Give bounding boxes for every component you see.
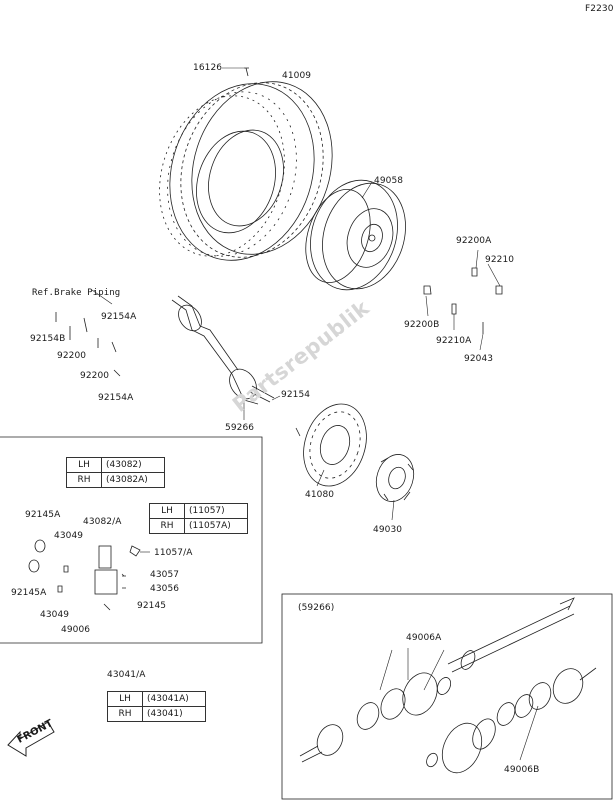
part-cell: (43041) (142, 706, 206, 722)
side-cell: RH (66, 472, 102, 488)
part-label: 41080 (305, 490, 335, 500)
front-arrow-icon (7, 721, 55, 757)
part-label: 41009 (282, 71, 312, 81)
lh-rh-table-43082: LH(43082) RH(43082A) (66, 457, 165, 488)
part-label: 92200A (456, 236, 492, 246)
part-label: 59266 (225, 423, 255, 433)
part-label: 92145 (137, 601, 167, 611)
ref-brake-piping-note: Ref.Brake Piping (32, 288, 121, 298)
part-label: 11057/A (154, 548, 193, 558)
part-label: 92210 (485, 255, 515, 265)
lh-rh-table-11057: LH(11057) RH(11057A) (149, 503, 248, 534)
detail-ref-label: (59266) (298, 603, 335, 613)
part-label: 43041/A (107, 670, 146, 680)
side-cell: RH (149, 518, 185, 534)
part-label: 49006A (406, 633, 442, 643)
brake-disc-drawing (303, 403, 367, 487)
part-label: 92210A (436, 336, 472, 346)
detail-frame (281, 593, 613, 800)
part-cell: (11057) (184, 503, 248, 519)
cv-joint-drawing (299, 605, 597, 774)
part-label: 16126 (193, 63, 223, 73)
part-label: 92154B (30, 334, 66, 344)
part-label: 49058 (374, 176, 404, 186)
tire-drawing (159, 81, 333, 261)
part-label: 92200B (404, 320, 440, 330)
side-cell: LH (107, 691, 143, 707)
part-label: 43057 (150, 570, 180, 580)
part-label: 43056 (150, 584, 180, 594)
part-cell: (11057A) (184, 518, 248, 534)
leader-lines (91, 67, 501, 577)
caliper-drawing (28, 539, 141, 611)
valve-part (244, 67, 249, 77)
part-label: 92145A (25, 510, 61, 520)
lower-left-frame (0, 436, 263, 644)
hub-drawing (375, 454, 415, 502)
part-label: 92200 (80, 371, 110, 381)
rim-drawing (305, 179, 406, 291)
figure-code: F2230 (585, 4, 614, 14)
part-label: 92200 (57, 351, 87, 361)
part-label: 92154A (98, 393, 134, 403)
part-cell: (43041A) (142, 691, 206, 707)
detail-arrow-icon (559, 597, 575, 611)
part-label: 43049 (40, 610, 70, 620)
part-label: 92154 (281, 390, 311, 400)
part-label: 92154A (101, 312, 137, 322)
part-label: 49030 (373, 525, 403, 535)
part-label: 49006B (504, 765, 540, 775)
part-cell: (43082A) (101, 472, 165, 488)
part-label: 49006 (61, 625, 91, 635)
lh-rh-table-43041: LH(43041A) RH(43041) (107, 691, 206, 722)
part-cell: (43082) (101, 457, 165, 473)
side-cell: RH (107, 706, 143, 722)
side-cell: LH (66, 457, 102, 473)
side-cell: LH (149, 503, 185, 519)
part-label: 92043 (464, 354, 494, 364)
part-label: 43049 (54, 531, 84, 541)
part-label: 92145A (11, 588, 47, 598)
part-label: 43082/A (83, 517, 122, 527)
